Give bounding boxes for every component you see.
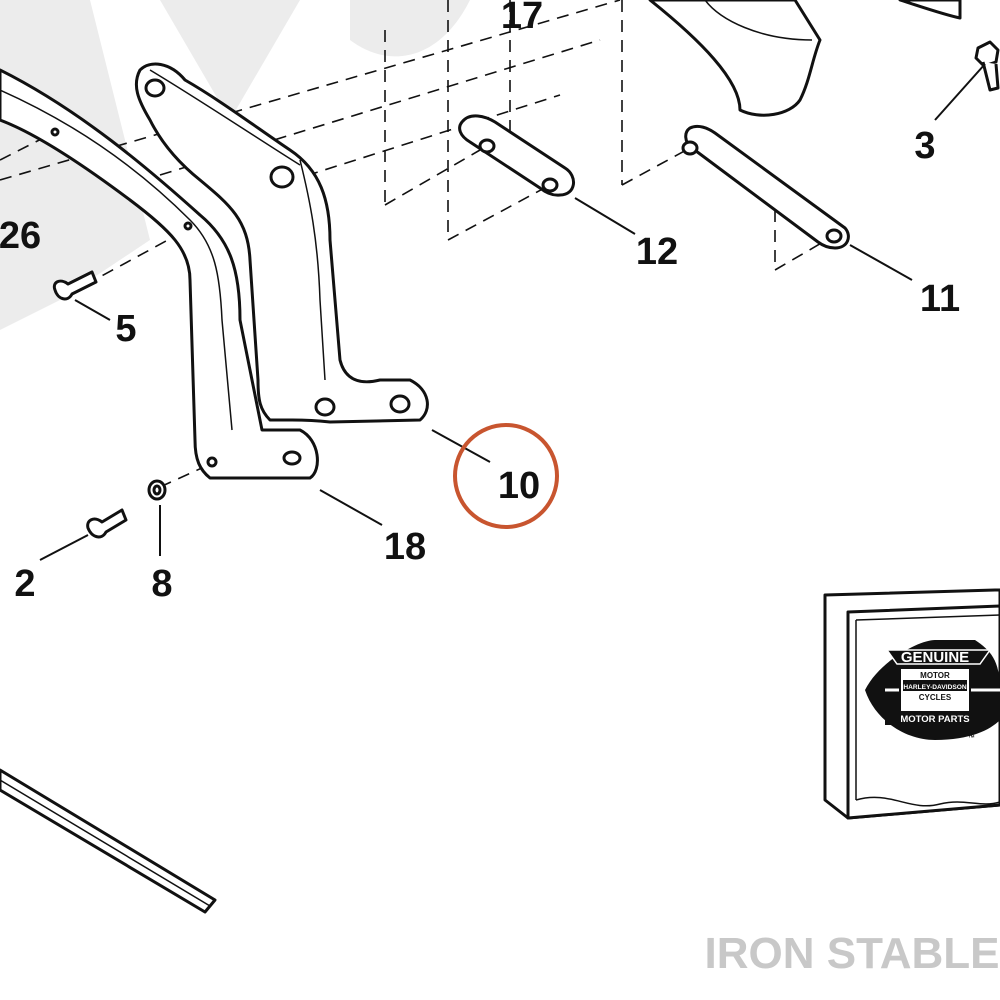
screw-2 [86, 508, 128, 539]
iron-stable-watermark: IRON STABLE [705, 929, 1000, 978]
logo-brand: HARLEY-DAVIDSON [903, 684, 966, 691]
callout-12: 12 [636, 231, 678, 273]
logo-motor-parts: MOTOR PARTS [900, 714, 969, 725]
rear-fender [648, 0, 962, 117]
logo-cycles: CYCLES [919, 693, 952, 702]
trim-strip [0, 768, 217, 914]
callout-26: 26 [0, 215, 41, 257]
callout-17: 17 [501, 0, 543, 37]
background-watermark-shapes [0, 0, 470, 330]
link-11 [681, 124, 850, 250]
callout-8: 8 [151, 563, 172, 605]
callout-5: 5 [115, 308, 136, 350]
logo-motor: MOTOR [920, 671, 950, 680]
callout-labels: 17 3 26 12 11 5 10 18 2 8 [0, 0, 960, 605]
callout-11: 11 [920, 278, 960, 320]
washer-8 [147, 479, 167, 501]
genuine-logo: GENUINE MOTOR HARLEY-DAVIDSON CYCLES MOT… [865, 640, 1000, 742]
callout-2: 2 [14, 563, 35, 605]
bracket-18 [134, 62, 429, 424]
callout-18: 18 [384, 526, 426, 568]
logo-trademark: ™ [968, 735, 975, 742]
highlight-ring [453, 423, 559, 529]
upper-rail [0, 68, 319, 480]
leader-lines [39, 63, 986, 561]
genuine-parts-box: GENUINE MOTOR HARLEY-DAVIDSON CYCLES MOT… [823, 588, 1000, 820]
callout-10: 10 [498, 465, 540, 507]
logo-genuine: GENUINE [901, 649, 969, 666]
callout-3: 3 [914, 125, 935, 167]
screw-5 [52, 270, 98, 301]
link-12 [458, 114, 575, 197]
bolt-3 [974, 40, 1000, 92]
